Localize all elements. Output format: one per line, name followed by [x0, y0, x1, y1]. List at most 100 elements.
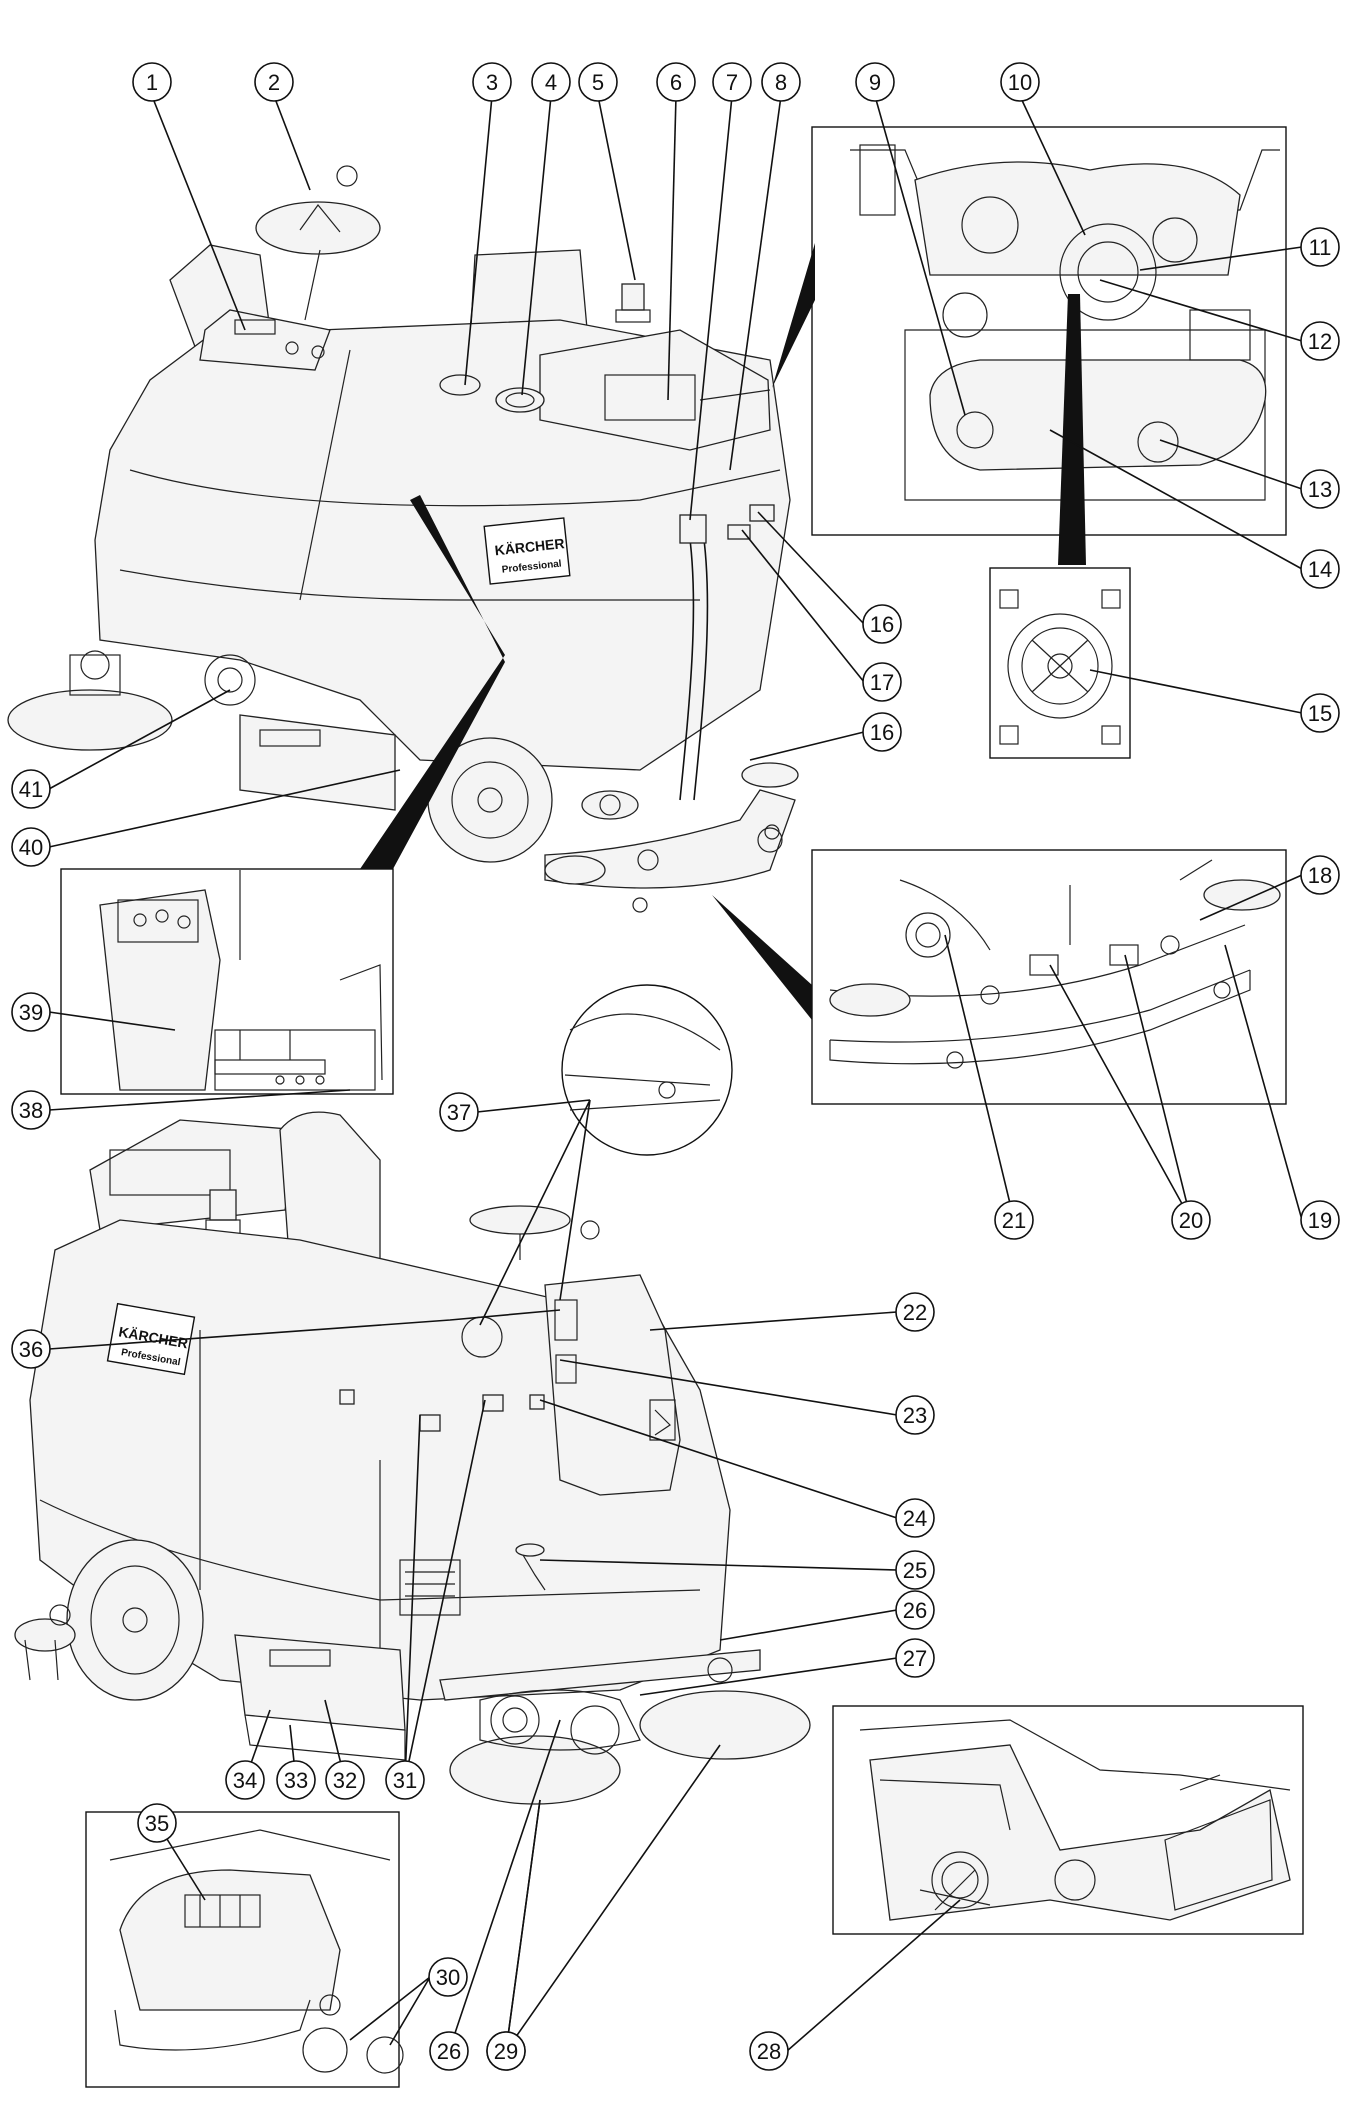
detail-inset-squeegee	[811, 849, 1287, 1105]
callout-32: 32	[325, 1760, 365, 1800]
callout-circle	[761, 62, 801, 102]
callout-circle	[1300, 855, 1340, 895]
callout-label: 33	[284, 1768, 308, 1793]
callout-13: 13	[1300, 469, 1340, 509]
callout-circle	[428, 1957, 468, 1997]
callout-28: 28	[749, 2031, 789, 2071]
callout-label: 4	[545, 70, 557, 95]
callout-circle	[11, 827, 51, 867]
callout-label: 21	[1002, 1208, 1026, 1233]
callout-circle	[472, 62, 512, 102]
callout-label: 22	[903, 1300, 927, 1325]
callout-36: 36	[11, 1329, 51, 1369]
callout-circle	[137, 1803, 177, 1843]
callout-label: 23	[903, 1403, 927, 1428]
callout-18: 18	[1300, 855, 1340, 895]
callout-24: 24	[895, 1498, 935, 1538]
callout-circle	[1171, 1200, 1211, 1240]
callout-label: 16	[870, 612, 894, 637]
callout-38: 38	[11, 1090, 51, 1130]
callout-label: 20	[1179, 1208, 1203, 1233]
callout-10: 10	[1000, 62, 1040, 102]
callout-8: 8	[761, 62, 801, 102]
callout-26: 26	[429, 2031, 469, 2071]
callout-circle	[486, 2031, 526, 2071]
callout-circle	[11, 992, 51, 1032]
callout-circle	[254, 62, 294, 102]
callout-circle	[578, 62, 618, 102]
callout-label: 36	[19, 1337, 43, 1362]
callout-26: 26	[895, 1590, 935, 1630]
callout-circle	[712, 62, 752, 102]
callout-11: 11	[1300, 227, 1340, 267]
callout-label: 32	[333, 1768, 357, 1793]
callout-circle	[225, 1760, 265, 1800]
callout-37: 37	[439, 1092, 479, 1132]
callout-35: 35	[137, 1803, 177, 1843]
callout-circle	[11, 1090, 51, 1130]
machine-view-front: KÄRCHER Professional	[14, 1111, 811, 1805]
callout-33: 33	[276, 1760, 316, 1800]
callout-12: 12	[1300, 321, 1340, 361]
callout-label: 25	[903, 1558, 927, 1583]
callout-circle	[1300, 1200, 1340, 1240]
callout-label: 5	[592, 70, 604, 95]
callout-5: 5	[578, 62, 618, 102]
callout-label: 27	[903, 1646, 927, 1671]
callout-6: 6	[656, 62, 696, 102]
detail-inset-battery	[85, 1811, 404, 2088]
callout-circle	[895, 1292, 935, 1332]
callout-16: 16	[862, 712, 902, 752]
callout-circle	[895, 1638, 935, 1678]
callout-23: 23	[895, 1395, 935, 1435]
callout-label: 15	[1308, 701, 1332, 726]
detail-inset-side-brush	[832, 1705, 1304, 1935]
callout-4: 4	[531, 62, 571, 102]
callout-label: 7	[726, 70, 738, 95]
callout-circle	[11, 769, 51, 809]
callout-circle	[1300, 549, 1340, 589]
callout-circle	[862, 662, 902, 702]
callout-circle	[862, 604, 902, 644]
callout-circle	[855, 62, 895, 102]
callout-2: 2	[254, 62, 294, 102]
callout-label: 38	[19, 1098, 43, 1123]
callout-39: 39	[11, 992, 51, 1032]
callout-21: 21	[994, 1200, 1034, 1240]
callout-label: 10	[1008, 70, 1032, 95]
callout-circle	[1300, 693, 1340, 733]
callout-label: 17	[870, 670, 894, 695]
callout-16: 16	[862, 604, 902, 644]
callout-circle	[276, 1760, 316, 1800]
callout-34: 34	[225, 1760, 265, 1800]
detail-pointers	[360, 243, 1086, 1020]
detail-inset-pedal-magnifier	[561, 984, 733, 1156]
callout-circle	[994, 1200, 1034, 1240]
callout-40: 40	[11, 827, 51, 867]
callout-label: 24	[903, 1506, 927, 1531]
callout-circle	[862, 712, 902, 752]
detail-inset-filter	[989, 567, 1131, 759]
callout-label: 6	[670, 70, 682, 95]
callout-label: 31	[393, 1768, 417, 1793]
callout-circle	[439, 1092, 479, 1132]
callout-circle	[1300, 321, 1340, 361]
callout-circle	[895, 1395, 935, 1435]
callout-label: 1	[146, 70, 158, 95]
callout-25: 25	[895, 1550, 935, 1590]
callout-19: 19	[1300, 1200, 1340, 1240]
callout-label: 14	[1308, 557, 1332, 582]
callout-circle	[656, 62, 696, 102]
callout-circle	[749, 2031, 789, 2071]
callout-circle	[325, 1760, 365, 1800]
callout-27: 27	[895, 1638, 935, 1678]
callout-41: 41	[11, 769, 51, 809]
callout-label: 34	[233, 1768, 257, 1793]
callout-30: 30	[428, 1957, 468, 1997]
callout-label: 28	[757, 2039, 781, 2064]
callout-label: 39	[19, 1000, 43, 1025]
callout-circle	[895, 1550, 935, 1590]
callout-label: 11	[1309, 235, 1332, 260]
